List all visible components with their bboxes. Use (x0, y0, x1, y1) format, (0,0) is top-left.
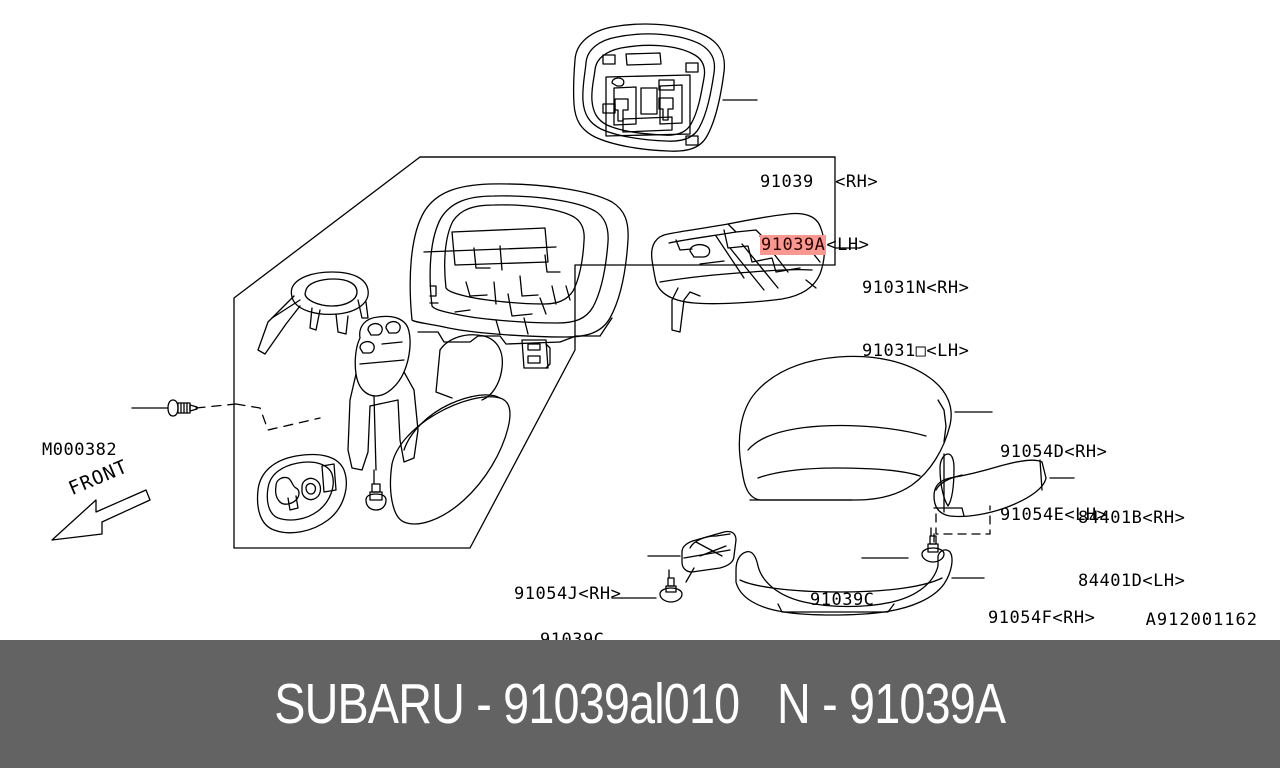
label-bolt-text: M000382 (42, 440, 118, 460)
label-mirror-cover: 91054D<RH> 91054E<LH> (1000, 400, 1107, 568)
mirror-glass-drawing (572, 23, 758, 152)
label-screw-mid-text: 91039C (810, 590, 875, 610)
mirror-seal-drawing (933, 453, 1075, 518)
bolt-leader-dashed (195, 403, 321, 431)
label-mirror-unit: 91031N<RH> 91031□<LH> (862, 236, 969, 404)
lower-cover-drawing (389, 334, 511, 525)
label-mirror-cover-lh: 91054E<LH> (1000, 505, 1108, 525)
label-mirror-garnish-rh: 91054F<RH> (988, 608, 1096, 628)
label-mirror-unit-rh: 91031N<RH> (862, 278, 970, 298)
label-mirror-unit-lh: 91031□<LH> (862, 341, 970, 361)
label-mirror-seal-lh: 84401D<LH> (1078, 571, 1186, 591)
assembly-inset-boundary (233, 156, 836, 549)
mirror-mount-base-drawing (257, 271, 369, 355)
banner-brand-part-number: SUBARU - 91039al010 (274, 672, 740, 736)
screw-icon-lower (611, 569, 683, 603)
mirror-garnish-drawing (735, 549, 985, 616)
mirror-seal-dashed-leader (933, 505, 991, 549)
front-arrow-icon (51, 489, 151, 541)
mirror-actuator-drawing (650, 212, 861, 333)
banner-alternate-number: N - 91039A (777, 672, 1006, 736)
mirror-housing-drawing (409, 183, 629, 345)
diagram-canvas: 91039 <RH> 91039A<LH> 91031N<RH> 91031□<… (42, 23, 1258, 691)
label-mirror-cover-rh: 91054D<RH> (1000, 442, 1108, 462)
banner-text-group: SUBARU - 91039al010 N - 91039A (274, 671, 1006, 737)
mirror-bracket-drawing (647, 530, 737, 583)
mirror-gasket-drawing (256, 453, 347, 534)
mirror-cover-drawing (738, 355, 993, 501)
label-mirror-glass-rh: 91039 <RH> (760, 172, 879, 192)
technical-line-art (51, 23, 1075, 616)
bolt-icon (167, 399, 198, 417)
diagram-reference-code: A912001162 (1145, 610, 1258, 630)
label-mirror-bracket-rh: 91054J<RH> (514, 584, 622, 604)
label-screw-mid: 91039C (810, 548, 874, 653)
label-mirror-seal-rh: 84401B<RH> (1078, 508, 1186, 528)
label-bolt: M000382 (42, 398, 117, 503)
screw-icon-upper (861, 527, 945, 563)
highlighted-part-number: 91039A (760, 235, 827, 255)
mirror-arm-drawing (347, 315, 419, 511)
mirror-plate-drawing (521, 339, 551, 369)
label-mirror-glass-lh: 91039A<LH> (760, 235, 870, 255)
label-mirror-glass: 91039 <RH> 91039A<LH> (760, 88, 878, 340)
label-mirror-seal: 84401B<RH> 84401D<LH> (1078, 466, 1185, 634)
part-number-banner: SUBARU - 91039al010 N - 91039A (0, 640, 1280, 768)
